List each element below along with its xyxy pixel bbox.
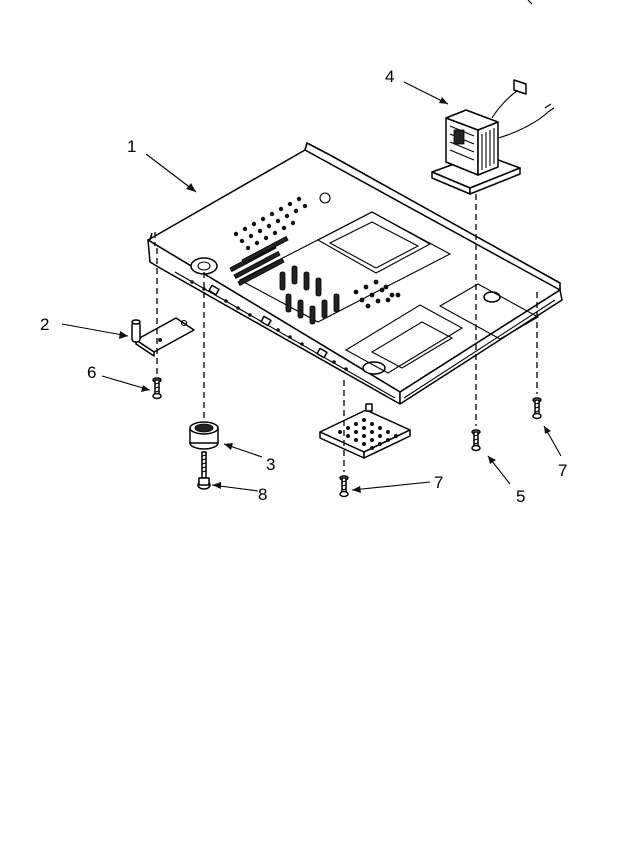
- bracket-part-2: [131, 317, 195, 357]
- screw-part-7-center: [339, 475, 349, 498]
- callout-5: 5: [516, 487, 525, 506]
- assembly-lines: [154, 194, 538, 472]
- base-plate-part-1: [147, 142, 563, 405]
- foot-part-3: [189, 421, 219, 450]
- callout-2: 2: [40, 315, 49, 334]
- callout-3: 3: [266, 455, 275, 474]
- screw-part-5: [471, 429, 481, 452]
- callout-labels: 1 2 3 4 5 6 7 7 8: [40, 67, 567, 506]
- callout-8: 8: [258, 485, 267, 504]
- front-rail-holes: [190, 280, 348, 371]
- screw-part-8: [197, 451, 211, 490]
- callout-6: 6: [87, 363, 96, 382]
- callout-7-center: 7: [434, 473, 443, 492]
- screw-part-7-right: [532, 397, 542, 420]
- grille-holes: [338, 418, 398, 450]
- screw-part-6: [152, 377, 162, 400]
- vent-slots-center: [279, 265, 340, 325]
- callout-1: 1: [127, 137, 136, 156]
- vent-holes-left: [233, 196, 308, 251]
- leader-lines: [61, 0, 562, 493]
- callout-4: 4: [385, 67, 394, 86]
- vent-slots-upper: [229, 235, 289, 287]
- vent-holes-right: [353, 279, 401, 309]
- transformer-part-4: [431, 79, 555, 195]
- callout-7-right: 7: [558, 461, 567, 480]
- vent-grille: [319, 403, 411, 459]
